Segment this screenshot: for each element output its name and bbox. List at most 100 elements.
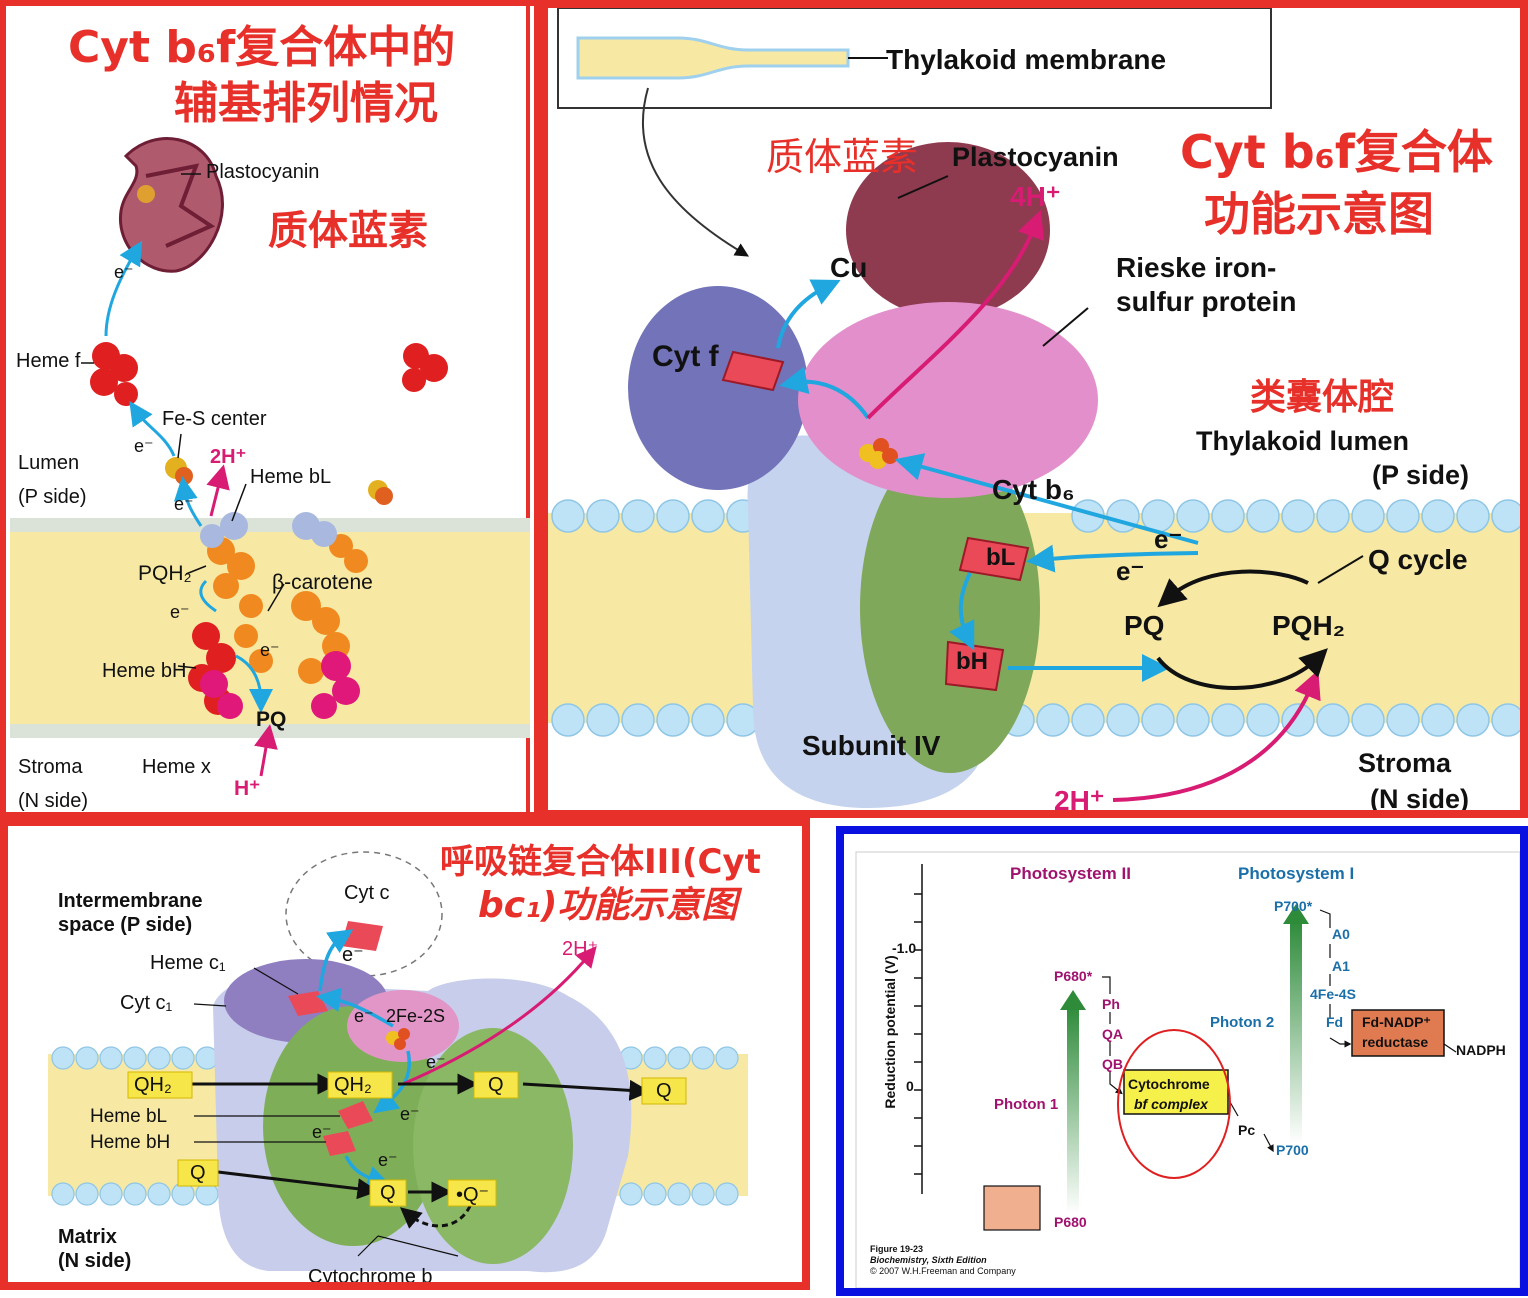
panel-prosthetic-groups: Cyt b₆f复合体中的 辅基排列情况 Plastocyanin 质体蓝素 e⁻… [0,0,540,818]
y-tick-label: -1.0 [892,940,917,956]
fnr-label-line1: Fd-NADP⁺ [1362,1014,1431,1030]
copyright: © 2007 W.H.Freeman and Company [870,1266,1016,1276]
thylakoid-membrane-label: Thylakoid membrane [886,44,1167,75]
y-tick-label: 0 [906,1078,914,1094]
q-radical-label: •Q⁻ [456,1184,490,1206]
h-plus-label: H⁺ [234,777,261,800]
qa-label: QA [1102,1026,1123,1042]
p700-star-label: P700* [1274,898,1313,914]
heme-bl-label: bL [986,544,1016,571]
electron-label: e⁻ [312,1122,332,1142]
lumen-cn-label: 类囊体腔 [1250,377,1395,418]
lumen-label: Lumen [18,452,80,474]
ims-label-line2: space (P side) [58,914,193,936]
cyt-f-label: Cyt f [652,340,719,373]
q-bottom-label: Q [380,1182,396,1204]
panel-c-title-line2: bc₁)功能示意图 [478,885,738,926]
plastocyanin-shape [846,142,1050,318]
electron-label: e⁻ [260,640,280,660]
pq-label: PQ [256,708,287,731]
plastocyanin-structure [118,137,224,273]
n-side-label: (N side) [58,1250,132,1272]
cyt-b6-label: Cyt b₆ [992,474,1075,505]
heme-bh-label: Heme bH [102,660,187,682]
fe2s-label: 2Fe-2S [386,1006,446,1026]
pqh2-label: PQH₂ [138,562,192,585]
q-left-label: Q [190,1162,206,1184]
fd-label: Fd [1326,1014,1344,1030]
panel-b-title-line2: 功能示意图 [1204,187,1434,241]
plastocyanin-cn-label: 质体蓝素 [268,208,428,254]
plastocyanin-label: Plastocyanin [952,142,1119,172]
plastocyanin-label: Plastocyanin [206,161,320,183]
cyt-f-shape [628,286,808,490]
two-proton-label: 2H⁺ [1054,785,1105,816]
cyt-c1-label: Cyt c₁ [120,992,173,1014]
nadph-label: NADPH [1456,1042,1506,1058]
n-side-label: (N side) [1370,784,1470,814]
panel-b-title-line1: Cyt b₆f复合体 [1180,125,1493,179]
panel-z-scheme: Photosystem II Photosystem I Reduction p… [836,826,1528,1296]
electron-label: e⁻ [174,494,194,514]
photon-2-label: Photon 2 [1210,1014,1275,1031]
electron-label: e⁻ [426,1052,446,1072]
heme-bh-label: bH [956,648,988,675]
heme-bl-label: Heme bL [90,1106,168,1127]
heme-bl-label: Heme bL [250,466,332,488]
panel-a-title-line2: 辅基排列情况 [174,78,438,129]
electron-label: e⁻ [1154,524,1183,554]
pqh2-label: PQH₂ [1272,610,1346,642]
figure-number: Figure 19-23 [870,1244,924,1254]
lipid-heads-top [551,499,1520,533]
rieske-shape [798,302,1098,498]
plastocyanin-cn-label: 质体蓝素 [766,135,919,179]
electron-label: e⁻ [400,1104,420,1124]
p700-label: P700 [1276,1142,1309,1158]
p-side-label: (P side) [1372,460,1470,490]
cytbf-label-line1: Cytochrome [1128,1076,1210,1092]
electron-label: e⁻ [342,944,364,966]
bc1-function-figure [48,851,748,1273]
heme-bh-label: Heme bH [90,1132,171,1153]
panel-b6f-function: Thylakoid membrane 质体蓝素 Plastocyanin Cyt… [540,0,1528,818]
panel-bc1-function: 呼吸链复合体III(Cyt bc₁)功能示意图 Intermembrane sp… [0,818,810,1290]
electron-label: e⁻ [378,1150,398,1170]
p680-star-label: P680* [1054,968,1093,984]
n-side-label: (N side) [18,790,89,812]
electron-label: e⁻ [170,602,190,622]
thylakoid-lumen-label: Thylakoid lumen [1196,426,1410,456]
heme-f-label: Heme f [16,350,81,372]
qh2-left-label: QH₂ [134,1074,172,1096]
p680-label: P680 [1054,1214,1087,1230]
fes-center-label: Fe-S center [162,408,267,430]
z-scheme-figure [855,851,1520,1288]
proton-label: 2H⁺ [562,938,599,960]
b6f-function-figure [548,8,1520,808]
qh2-mid-label: QH₂ [334,1074,372,1096]
pc-label: Pc [1238,1122,1256,1138]
book-title: Biochemistry, Sixth Edition [870,1255,987,1265]
electron-label: e⁻ [1116,556,1145,586]
panel-c-title-line1: 呼吸链复合体III(Cyt [440,842,761,882]
electron-label: e⁻ [134,436,154,456]
photon-1-label: Photon 1 [994,1096,1059,1113]
fe4s-label: 4Fe-4S [1310,986,1356,1002]
q-right-label: Q [656,1080,672,1102]
electron-label: e⁻ [114,262,134,282]
photosystem-ii-label: Photosystem II [1010,864,1131,883]
pq-label: PQ [1124,610,1165,642]
electron-label: e⁻ [354,1006,374,1026]
rieske-label-line1: Rieske iron- [1116,252,1277,283]
heme-c1-label: Heme c₁ [150,952,226,974]
four-proton-label: 4H⁺ [1010,181,1061,212]
fnr-label-line2: reductase [1362,1034,1429,1050]
q-cycle-label: Q cycle [1368,544,1468,576]
cyt-c-label: Cyt c [344,882,390,904]
q-mid-label: Q [488,1074,504,1096]
cytochrome-b-label: Cytochrome b [308,1266,433,1288]
a1-label: A1 [1332,958,1350,974]
subunit-iv-label: Subunit IV [802,730,941,761]
p-side-label: (P side) [18,486,87,508]
beta-carotene-label: β-carotene [272,571,373,594]
proton-label: 2H⁺ [210,446,247,468]
